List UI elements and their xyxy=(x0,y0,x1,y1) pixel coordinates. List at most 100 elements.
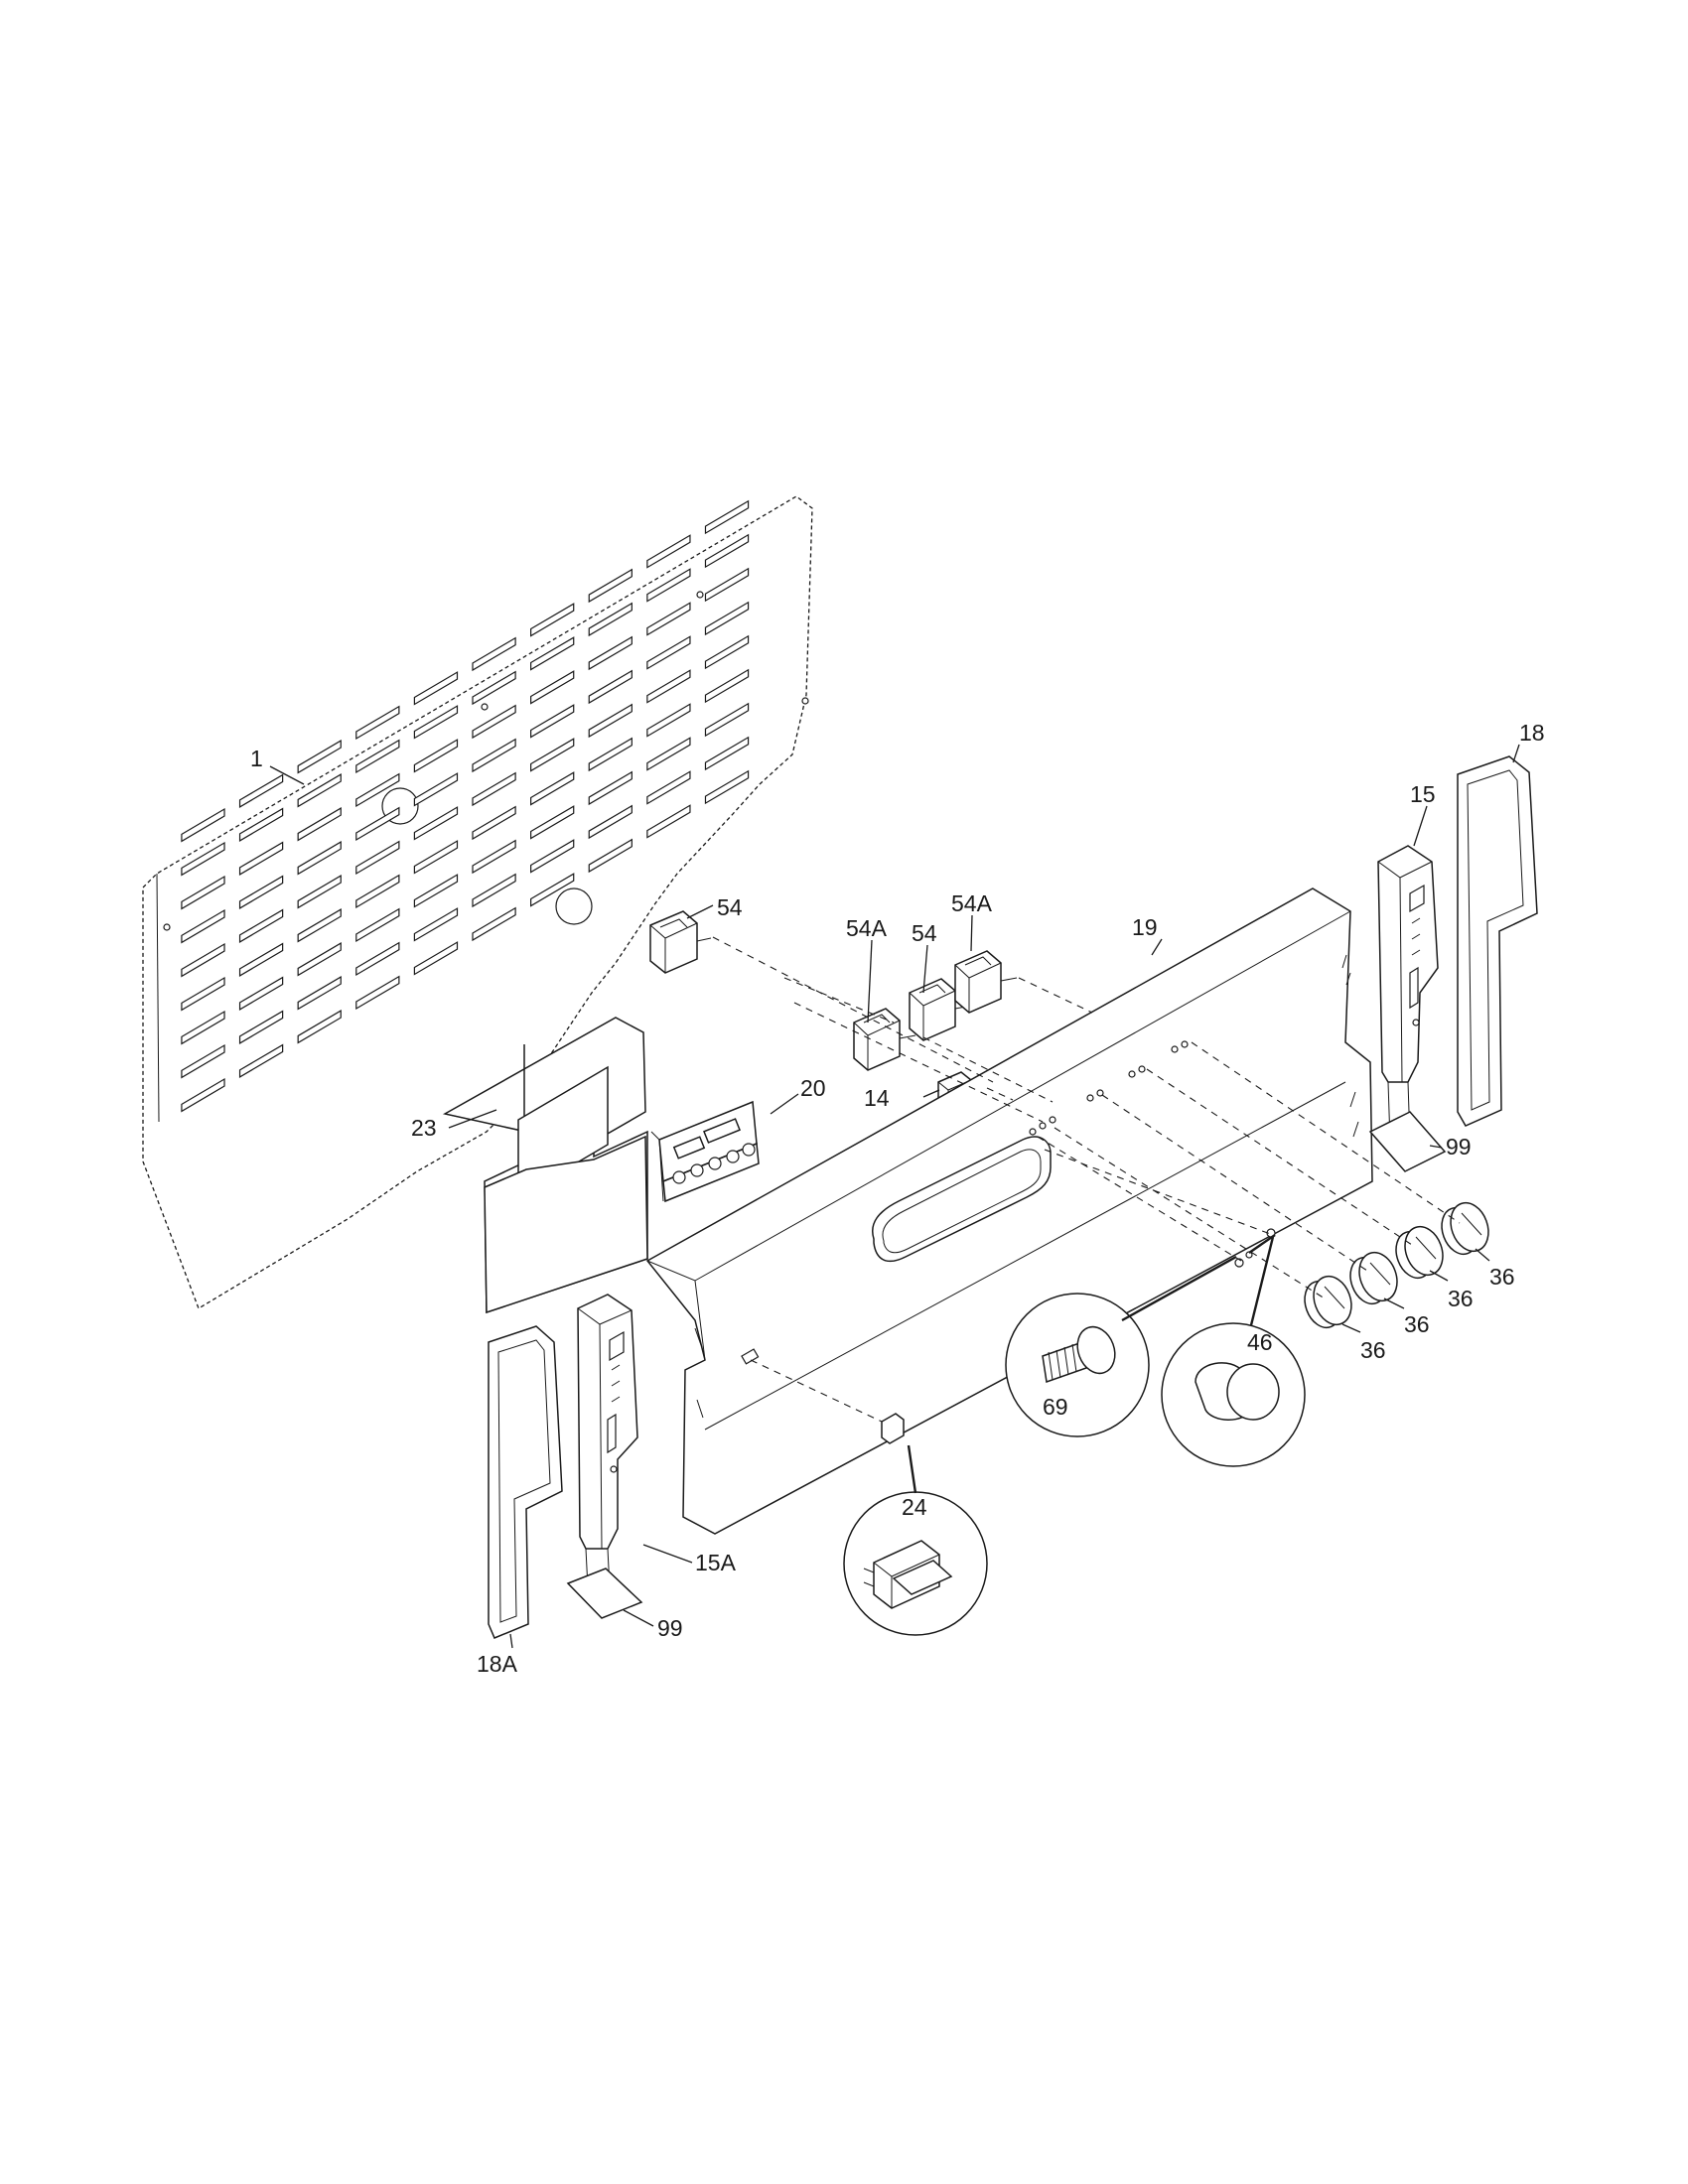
vent-slot xyxy=(646,568,691,603)
vent-slot xyxy=(355,907,400,943)
vent-slot xyxy=(355,975,400,1011)
vent-slot xyxy=(181,908,225,944)
vent-slot xyxy=(355,705,400,741)
vent-slot xyxy=(181,976,225,1012)
part-19-control-panel xyxy=(645,887,1373,1535)
vent-slot xyxy=(297,773,342,808)
vent-slot xyxy=(530,771,575,806)
vent-slot xyxy=(355,806,400,842)
vent-slot xyxy=(472,738,516,773)
vent-slot xyxy=(181,1078,225,1113)
vent-slot xyxy=(588,804,633,840)
callout-36-3: 36 xyxy=(1404,1311,1430,1337)
vent-slot xyxy=(704,702,750,738)
vent-slot xyxy=(297,841,342,876)
vent-slot xyxy=(704,634,750,670)
vent-slot xyxy=(413,671,459,706)
detail-69-screw xyxy=(1005,1293,1150,1437)
callout-36-4: 36 xyxy=(1360,1337,1386,1363)
callouts: 1 23 20 54 54A 54 54A 14 19 15 18 99 36 … xyxy=(250,720,1545,1677)
part-54-switch-2 xyxy=(909,978,972,1041)
vent-slot xyxy=(181,841,225,877)
vent-slot xyxy=(588,635,633,671)
vent-slot xyxy=(238,942,284,977)
vent-slot xyxy=(472,771,516,807)
vent-slot xyxy=(413,739,459,773)
vent-slot xyxy=(588,770,633,806)
vent-slots xyxy=(181,499,750,1113)
vent-slot xyxy=(413,772,459,807)
part-15-right-bracket xyxy=(1377,845,1439,1143)
callout-46: 46 xyxy=(1247,1329,1273,1355)
vent-slot xyxy=(530,839,575,874)
vent-slot xyxy=(238,976,284,1011)
vent-slot xyxy=(704,601,750,636)
vent-slot xyxy=(704,769,750,805)
vent-slot xyxy=(646,804,691,839)
vent-slot xyxy=(530,636,575,671)
vent-slot xyxy=(355,874,400,909)
vent-slot xyxy=(297,976,342,1011)
knob-2 xyxy=(1349,1251,1398,1305)
callout-36-1: 36 xyxy=(1489,1264,1515,1290)
detail-46-button xyxy=(1161,1322,1306,1467)
part-36-knobs xyxy=(1304,1201,1489,1329)
callout-54a-3: 54A xyxy=(951,890,993,916)
callout-99-left: 99 xyxy=(657,1615,683,1641)
vent-slot xyxy=(181,807,225,843)
vent-slot xyxy=(297,1010,342,1044)
vent-slot xyxy=(238,875,284,909)
vent-slot xyxy=(238,807,284,842)
callout-99-right: 99 xyxy=(1446,1134,1472,1160)
callout-15a: 15A xyxy=(695,1550,737,1575)
vent-slot xyxy=(238,908,284,943)
vent-slot xyxy=(413,874,459,908)
vent-slot xyxy=(472,839,516,875)
part-23-shield xyxy=(442,1017,648,1314)
callout-23: 23 xyxy=(411,1115,437,1141)
vent-slot xyxy=(355,840,400,876)
vent-slot xyxy=(704,567,750,603)
callout-54a-1: 54A xyxy=(846,915,888,941)
vent-slot xyxy=(646,602,691,636)
knob-3 xyxy=(1395,1225,1444,1280)
vent-slot xyxy=(588,703,633,739)
vent-slot xyxy=(181,942,225,978)
callout-54-left: 54 xyxy=(717,894,743,920)
vent-slot xyxy=(704,668,750,704)
callout-69: 69 xyxy=(1043,1394,1068,1420)
callout-1: 1 xyxy=(250,746,263,771)
vent-slot xyxy=(413,705,459,740)
vent-slot xyxy=(530,738,575,772)
callout-15: 15 xyxy=(1410,781,1436,807)
vent-slot xyxy=(472,873,516,908)
part-15a-left-bracket xyxy=(577,1294,638,1589)
vent-slot xyxy=(588,602,633,637)
vent-slot xyxy=(413,840,459,875)
vent-slot xyxy=(472,636,516,672)
part-18-right-trim xyxy=(1457,755,1538,1127)
vent-slot xyxy=(297,807,342,842)
part-20-clock-board xyxy=(650,1100,760,1203)
knob-4 xyxy=(1441,1201,1489,1256)
vent-slot xyxy=(181,875,225,910)
callout-18: 18 xyxy=(1519,720,1545,746)
vent-slot xyxy=(238,1010,284,1044)
vent-slot xyxy=(646,669,691,704)
leader-lines xyxy=(269,744,1520,1649)
vent-slot xyxy=(588,737,633,772)
vent-slot xyxy=(355,772,400,808)
callout-14: 14 xyxy=(864,1085,890,1111)
vent-slot xyxy=(181,1044,225,1079)
vent-slot xyxy=(588,669,633,705)
vent-slot xyxy=(297,908,342,943)
callout-19: 19 xyxy=(1132,914,1158,940)
vent-slot xyxy=(238,841,284,876)
knob-1 xyxy=(1304,1275,1352,1329)
vent-slot xyxy=(472,906,516,942)
callout-18a: 18A xyxy=(477,1651,518,1677)
part-54a-switch-1 xyxy=(853,1008,916,1071)
vent-slot xyxy=(355,941,400,977)
part-18a-left-trim xyxy=(488,1325,563,1639)
